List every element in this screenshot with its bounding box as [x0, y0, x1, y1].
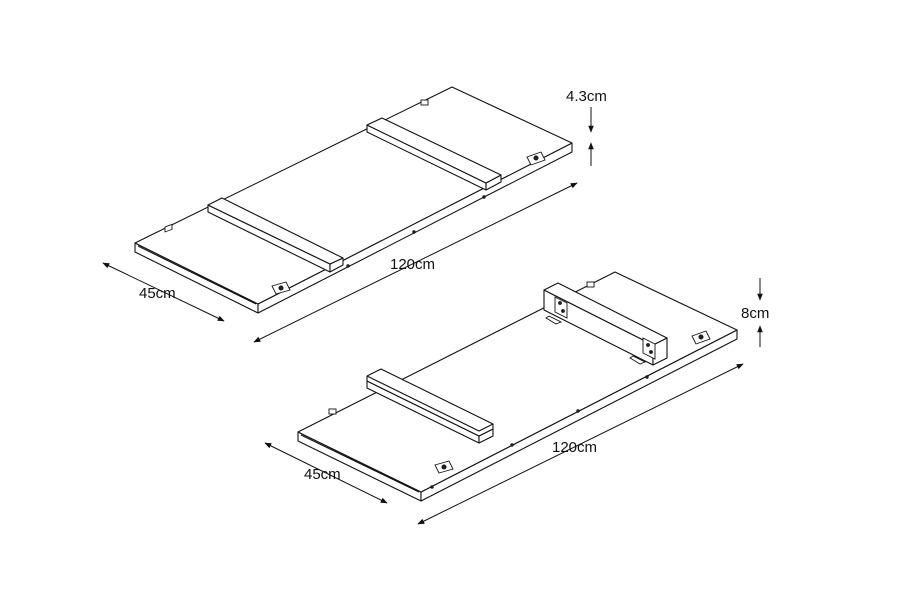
lower-screw-icon — [576, 409, 580, 413]
lower-clip-icon — [328, 408, 337, 415]
upper-width-label: 45cm — [139, 285, 176, 302]
upper-width-dimension-line — [102, 262, 225, 322]
lower-length-label: 120cm — [552, 439, 597, 456]
upper-screw-icon — [346, 264, 350, 268]
upper-clip-icon — [164, 223, 173, 233]
upper-length-label: 120cm — [390, 256, 435, 273]
lower-dimensions: 120cm 45cm 8cm — [264, 278, 769, 525]
lower-screw-icon — [645, 375, 649, 379]
lower-height-label: 8cm — [741, 305, 769, 322]
lower-bracket-icon-left — [545, 296, 568, 325]
upper-clip-icon-2 — [420, 99, 429, 106]
upper-board-top — [134, 86, 573, 305]
lower-board-top — [297, 271, 738, 493]
lower-clip-icon-2 — [586, 281, 595, 288]
lower-bracket-icon-right — [629, 337, 656, 365]
lower-board — [297, 271, 738, 502]
upper-fitting-icon-back — [526, 151, 546, 166]
upper-screw-icon — [482, 195, 486, 199]
upper-board — [134, 86, 573, 314]
upper-right-batten — [366, 117, 502, 191]
upper-dimensions: 120cm 45cm 4.3cm — [102, 88, 607, 343]
upper-length-dimension-line — [253, 182, 578, 343]
lower-screw-icon — [430, 485, 434, 489]
upper-screw-icon — [412, 230, 416, 234]
lower-width-dimension-line — [264, 442, 388, 504]
lower-width-label: 45cm — [304, 466, 341, 483]
lower-screw-icon — [510, 443, 514, 447]
lower-fitting-icon-back — [691, 330, 711, 345]
lower-length-dimension-line — [417, 363, 744, 525]
upper-height-label: 4.3cm — [566, 88, 607, 105]
